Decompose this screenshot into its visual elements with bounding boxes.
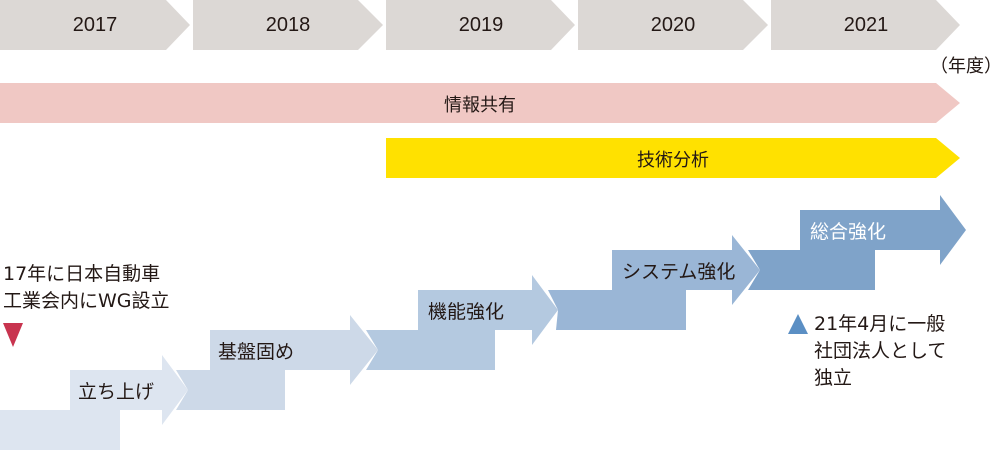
band-tech-analysis [386,138,960,178]
step-2 [176,315,378,410]
year-chevron-2018 [193,0,383,50]
step-4 [548,235,760,330]
step-1 [0,355,188,450]
year-chevrons [0,0,960,50]
step-3 [366,275,558,370]
note-start-line-2: 工業会内にWG設立 [3,290,170,312]
step-label-function: 機能強化 [428,301,505,323]
band-label-tech-analysis: 技術分析 [637,150,709,171]
year-label-2017: 2017 [72,14,118,36]
year-chevron-2019 [386,0,575,50]
step-label-launch: 立ち上げ [78,381,155,403]
note-start: 17年に日本自動車 工業会内にWG設立 [3,261,170,315]
note-start-line-1: 17年に日本自動車 [3,263,161,285]
step-label-comprehensive: 総合強化 [810,221,887,243]
step-label-foundation: 基盤固め [218,341,295,363]
note-end-line-1: 21年4月に一般 [814,313,946,335]
step-label-system: システム強化 [622,261,736,283]
year-chevron-2020 [578,0,768,50]
year-label-2019: 2019 [458,14,504,36]
unit-label: （年度） [930,56,1000,77]
year-chevron-2021 [771,0,960,50]
band-label-info-sharing: 情報共有 [444,95,516,116]
year-label-2018: 2018 [265,14,311,36]
down-triangle-icon [3,323,23,347]
year-label-2020: 2020 [650,14,696,36]
band-info-sharing [0,83,960,123]
up-triangle-icon [788,314,808,334]
note-end-line-2: 社団法人として [814,340,947,362]
note-end: 21年4月に一般 社団法人として 独立 [814,311,946,392]
step-5 [748,195,966,290]
year-label-2021: 2021 [843,14,889,36]
note-end-line-3: 独立 [814,367,853,389]
year-chevron-2017 [0,0,190,50]
